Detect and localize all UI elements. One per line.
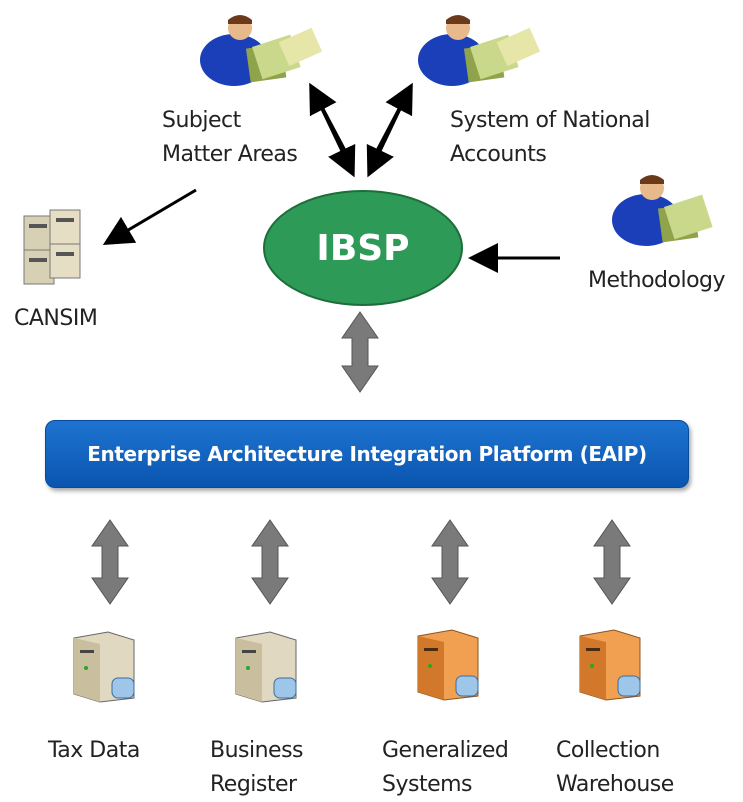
source-collection-line-1: Collection [556,738,660,763]
double-arrow-collection [593,519,631,605]
eaip-label: Enterprise Architecture Integration Plat… [87,442,647,466]
server-orange-icon [579,629,641,701]
double-arrow-business [251,519,289,605]
server-beige-icon [235,631,297,703]
source-collection-line-2: Warehouse [556,772,674,797]
national-accounts-label: System of National Accounts [450,104,650,172]
source-generalized-line-2: Systems [382,772,473,797]
person-documents-icon [612,175,713,246]
cansim-label: CANSIM [14,306,98,331]
arrow-subject-ibsp [310,87,356,178]
source-generalized-label: Generalized Systems [382,734,509,802]
server-beige-icon [73,631,135,703]
source-business-line-2: Register [210,772,297,797]
double-arrow-tax [91,519,129,605]
subject-matter-line-1: Subject [162,108,241,133]
person-documents-icon [418,15,541,86]
server-stack-icon [23,209,81,285]
double-arrow-generalized [431,519,469,605]
double-arrow-ibsp-eaip [341,311,379,393]
ibsp-label: IBSP [316,227,410,269]
national-accounts-line-1: System of National [450,108,650,133]
eaip-platform: Enterprise Architecture Integration Plat… [45,420,689,488]
source-business-line-1: Business [210,738,304,763]
methodology-label: Methodology [588,268,726,293]
source-business-label: Business Register [210,734,304,802]
arrow-subject-cansim [102,188,197,246]
person-documents-icon [200,15,323,86]
subject-matter-line-2: Matter Areas [162,142,298,167]
source-generalized-line-1: Generalized [382,738,509,763]
source-tax-label: Tax Data [48,734,140,768]
server-orange-icon [417,629,479,701]
national-accounts-line-2: Accounts [450,142,547,167]
subject-matter-label: Subject Matter Areas [162,104,298,172]
ibsp-node: IBSP [263,190,463,306]
arrow-national-ibsp [366,87,412,178]
source-collection-label: Collection Warehouse [556,734,674,802]
source-tax-line-1: Tax Data [48,738,140,763]
